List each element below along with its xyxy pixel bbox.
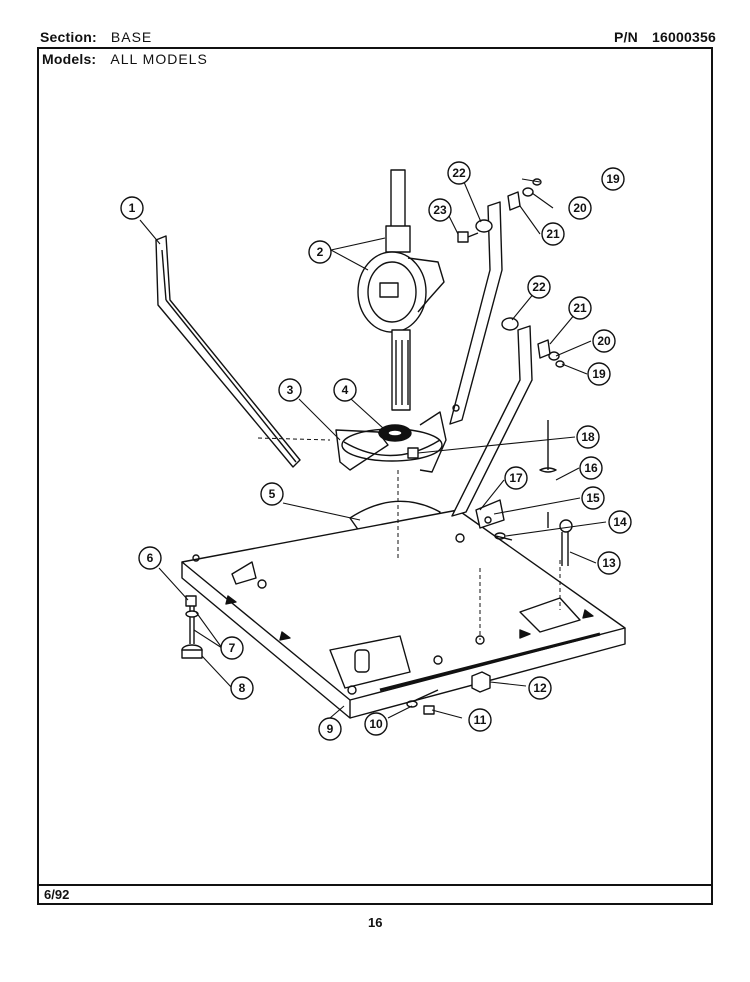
svg-text:7: 7 (229, 641, 236, 655)
svg-text:5: 5 (269, 487, 276, 501)
svg-text:22: 22 (452, 166, 466, 180)
section-header: Section: BASE (40, 29, 152, 45)
callout-22-upper: 22 (447, 161, 471, 185)
revision-date: 6/92 (44, 887, 70, 902)
callout-8: 8 (230, 676, 254, 700)
svg-text:21: 21 (546, 227, 560, 241)
svg-text:12: 12 (533, 681, 547, 695)
lower-strap-hardware (501, 317, 565, 368)
svg-text:2: 2 (317, 245, 324, 259)
callout-16: 16 (579, 456, 603, 480)
callout-21-upper: 21 (541, 222, 565, 246)
callout-5: 5 (260, 482, 284, 506)
lower-strap (451, 325, 533, 517)
part-12-nut (471, 671, 491, 693)
part-6-7-8-leveling-foot (181, 595, 203, 659)
callout-20-upper: 20 (568, 196, 592, 220)
callout-1: 1 (120, 196, 144, 220)
footer-divider (37, 884, 713, 886)
svg-text:3: 3 (287, 383, 294, 397)
callout-19-lower: 19 (587, 362, 611, 386)
callout-11: 11 (468, 708, 492, 732)
part-2-gearcase (357, 169, 445, 411)
pn-value: 16000356 (652, 29, 716, 45)
svg-text:18: 18 (581, 430, 595, 444)
part-9-base-plate (181, 509, 626, 719)
callout-9: 9 (318, 717, 342, 741)
page-number: 16 (368, 915, 383, 930)
svg-text:14: 14 (613, 515, 627, 529)
part-number-header: P/N 16000356 (614, 29, 716, 45)
svg-text:19: 19 (606, 172, 620, 186)
svg-text:16: 16 (584, 461, 598, 475)
svg-text:23: 23 (433, 203, 447, 217)
callout-19-upper: 19 (601, 167, 625, 191)
models-value: ALL MODELS (110, 51, 208, 67)
part-3-support-bracket (335, 411, 447, 473)
part-18-clip (407, 447, 419, 459)
diagram-frame (37, 47, 713, 905)
callout-10: 10 (364, 712, 388, 736)
models-label: Models: (42, 51, 97, 67)
svg-text:17: 17 (509, 471, 523, 485)
callout-23: 23 (428, 198, 452, 222)
svg-text:9: 9 (327, 722, 334, 736)
upper-strap (449, 201, 503, 425)
callout-20-lower: 20 (592, 329, 616, 353)
svg-text:10: 10 (369, 717, 383, 731)
callout-21-lower: 21 (568, 296, 592, 320)
callouts: 1 2 3 4 5 6 7 8 9 10 11 12 13 14 15 16 1… (120, 161, 632, 741)
svg-text:1: 1 (129, 201, 136, 215)
callout-12: 12 (528, 676, 552, 700)
callout-7: 7 (220, 636, 244, 660)
svg-text:15: 15 (586, 491, 600, 505)
svg-text:20: 20 (573, 201, 587, 215)
callout-22-lower: 22 (527, 275, 551, 299)
svg-text:19: 19 (592, 367, 606, 381)
callout-18: 18 (576, 425, 600, 449)
svg-text:21: 21 (573, 301, 587, 315)
alignment-lines (257, 437, 561, 640)
callout-14: 14 (608, 510, 632, 534)
svg-text:11: 11 (474, 713, 487, 727)
part-15-17-spring-bracket (475, 499, 505, 529)
svg-text:8: 8 (239, 681, 246, 695)
pn-label: P/N (614, 29, 638, 45)
callout-13: 13 (597, 551, 621, 575)
svg-text:22: 22 (532, 280, 546, 294)
svg-text:4: 4 (342, 383, 349, 397)
svg-text:6: 6 (147, 551, 154, 565)
callout-17: 17 (504, 466, 528, 490)
section-label: Section: (40, 29, 97, 45)
section-value: BASE (110, 29, 153, 45)
part-13-14-eye-bolt (494, 519, 573, 566)
svg-text:20: 20 (597, 334, 611, 348)
callout-2: 2 (308, 240, 332, 264)
callout-15: 15 (581, 486, 605, 510)
models-header: Models: ALL MODELS (42, 51, 208, 67)
part-4-seal (378, 424, 412, 442)
callout-6: 6 (138, 546, 162, 570)
part-16-spring (539, 420, 557, 528)
svg-text:13: 13 (602, 556, 616, 570)
part-1-leg (155, 235, 301, 468)
callout-3: 3 (278, 378, 302, 402)
callout-4: 4 (333, 378, 357, 402)
